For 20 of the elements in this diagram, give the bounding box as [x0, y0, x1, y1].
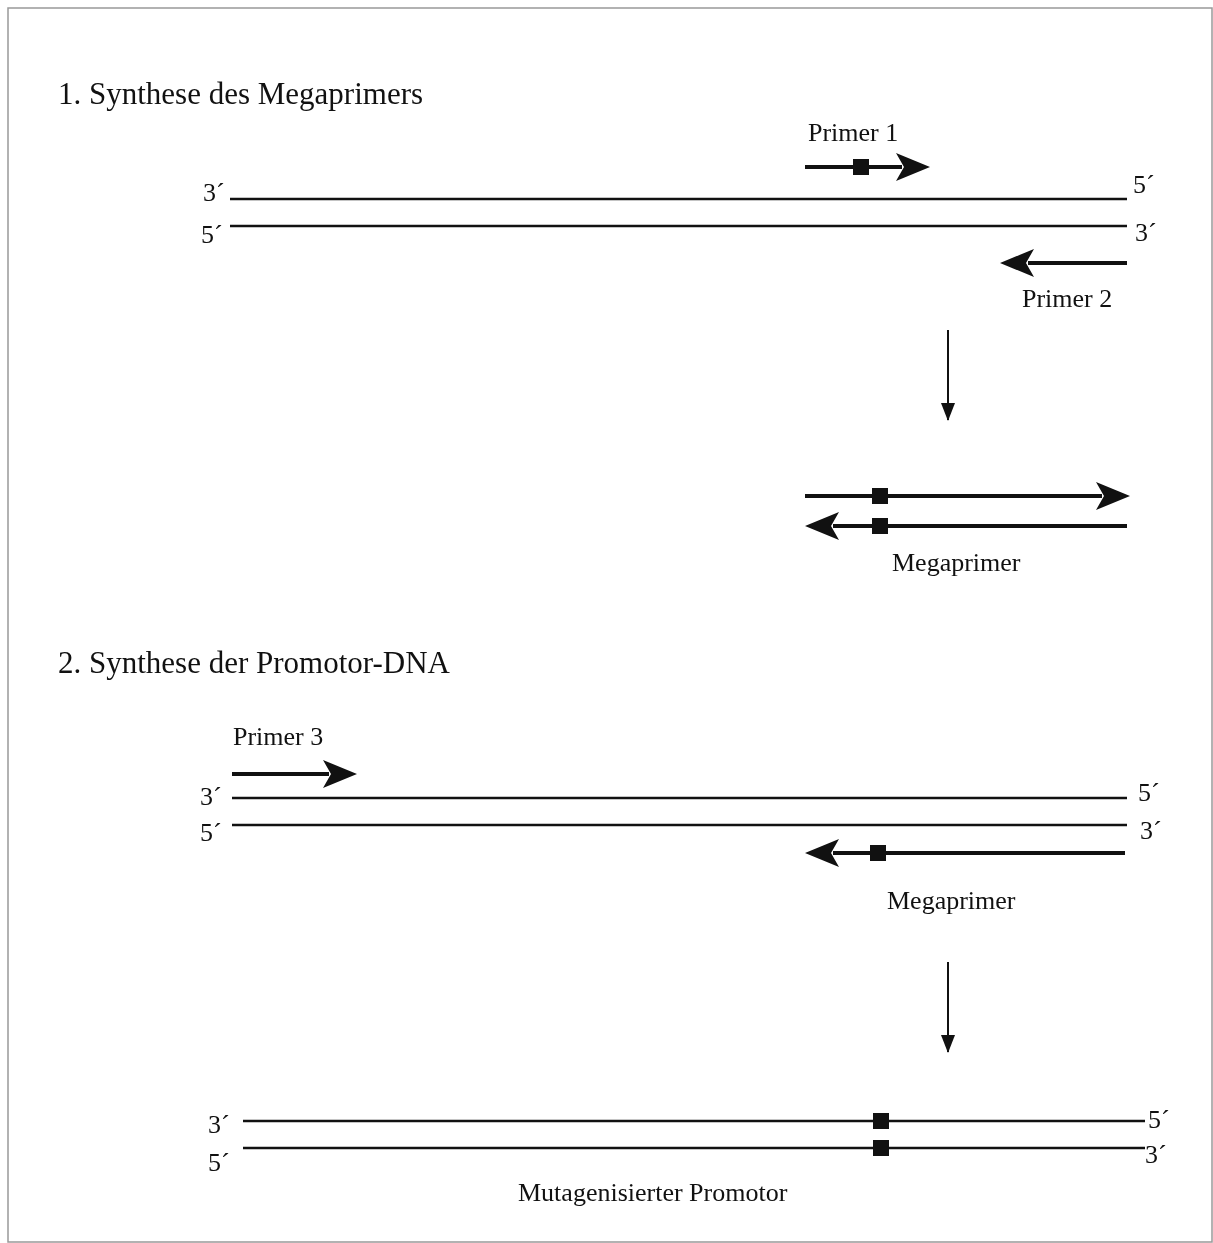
- primer-label: Primer 2: [1022, 286, 1113, 312]
- strand-end-label: 5´: [1133, 172, 1155, 198]
- strand-end-label: 3´: [203, 180, 225, 206]
- strand-end-label: 5´: [208, 1150, 230, 1176]
- strand-end-label: 3´: [200, 784, 222, 810]
- strand-end-label: 5´: [201, 222, 223, 248]
- strand-end-label: 5´: [200, 820, 222, 846]
- section-heading: 2. Synthese der Promotor-DNA: [58, 647, 450, 678]
- strand-end-label: 5´: [1148, 1107, 1170, 1133]
- strand-end-label: 3´: [1140, 818, 1162, 844]
- strand-end-label: 3´: [208, 1112, 230, 1138]
- strand-end-label: 3´: [1145, 1142, 1167, 1168]
- strand-end-label: 5´: [1138, 780, 1160, 806]
- primer-label: Primer 3: [233, 724, 324, 750]
- product-label: Megaprimer: [892, 550, 1021, 576]
- primer-label: Primer 1: [808, 120, 899, 146]
- strand-end-label: 3´: [1135, 220, 1157, 246]
- product-label: Mutagenisierter Promotor: [518, 1180, 788, 1206]
- product-label: Megaprimer: [887, 888, 1016, 914]
- section-heading: 1. Synthese des Megaprimers: [58, 78, 424, 109]
